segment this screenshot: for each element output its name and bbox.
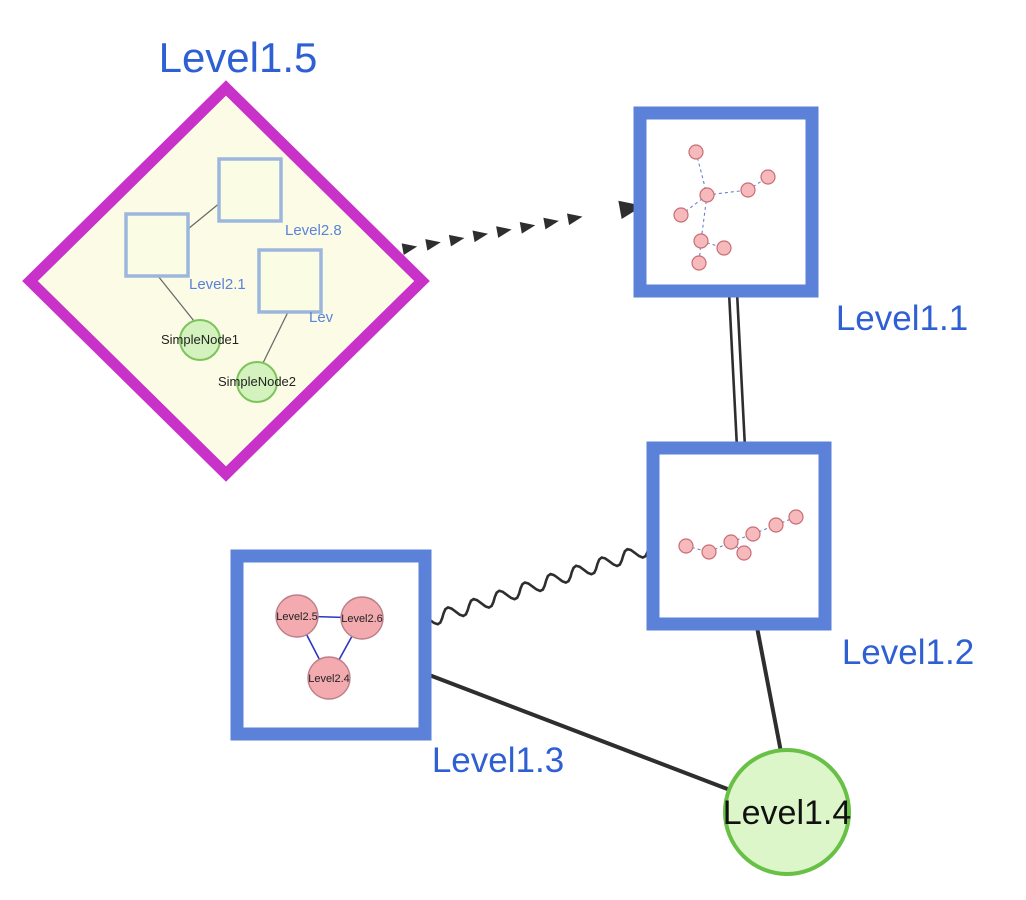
edge-l11-l12-1[interactable] xyxy=(735,291,747,448)
label-level2.6: Level2.6 xyxy=(341,613,383,625)
node-level1.4[interactable] xyxy=(723,748,851,876)
label-level1.1: Level1.1 xyxy=(836,299,968,338)
mini-node-level1.2-5[interactable] xyxy=(788,509,804,525)
arrowhead-icon xyxy=(448,234,465,247)
node-level2.x[interactable] xyxy=(257,248,323,314)
mini-graph-level1.2 xyxy=(678,509,804,561)
inner-edge-0[interactable] xyxy=(187,201,222,230)
mini-node-level1.1-5[interactable] xyxy=(693,233,709,249)
mini-node-level1.2-2[interactable] xyxy=(723,534,739,550)
group-node-level1.2[interactable] xyxy=(646,441,832,631)
label-level2.5: Level2.5 xyxy=(276,611,318,623)
label-level2.x: Lev xyxy=(309,309,334,326)
edge-l11-l12-0[interactable] xyxy=(727,292,739,449)
inner-edge-1[interactable] xyxy=(157,275,195,322)
mini-node-level1.1-3[interactable] xyxy=(740,182,756,198)
mini-edge-level1.1-4[interactable] xyxy=(700,194,708,242)
mini-node-level1.1-1[interactable] xyxy=(699,187,715,203)
node-simplenode2[interactable] xyxy=(236,361,278,403)
label-level1.4: Level1.4 xyxy=(723,794,852,832)
arrowhead-icon xyxy=(401,243,418,255)
mini-node-level1.1-0[interactable] xyxy=(688,144,704,160)
mini-node-level1.2-4[interactable] xyxy=(768,517,784,533)
mini-node-level1.1-2[interactable] xyxy=(673,207,689,223)
node-level2.1[interactable] xyxy=(124,212,190,278)
inner-edge-2[interactable] xyxy=(262,311,289,364)
mini-node-level1.2-6[interactable] xyxy=(736,545,752,561)
label-level2.8: Level2.8 xyxy=(285,222,342,239)
group-node-level1.3[interactable] xyxy=(230,549,432,741)
mini-node-level1.2-3[interactable] xyxy=(745,526,761,542)
label-level2.1: Level2.1 xyxy=(189,276,246,293)
label-level1.2: Level1.2 xyxy=(842,633,974,672)
mini-node-level1.1-7[interactable] xyxy=(691,255,707,271)
arrowhead-icon xyxy=(566,213,583,226)
label-simplenode2: SimpleNode2 xyxy=(218,374,296,389)
label-level1.3: Level1.3 xyxy=(432,741,564,780)
group-node-level1.1[interactable] xyxy=(633,106,819,298)
edge-l15-l11[interactable] xyxy=(401,200,643,255)
arrowhead-icon xyxy=(543,217,559,230)
arrowhead-icon xyxy=(425,239,441,251)
label-level1.5: Level1.5 xyxy=(159,34,318,81)
arrowhead-icon xyxy=(472,230,489,243)
node-level2.4[interactable] xyxy=(307,656,351,700)
node-level2.8[interactable] xyxy=(217,157,283,223)
mini-node-level1.2-1[interactable] xyxy=(701,544,717,560)
arrowhead-icon xyxy=(496,226,512,238)
mini-node-level1.2-0[interactable] xyxy=(678,538,694,554)
group-node-level1.5[interactable] xyxy=(22,80,430,482)
node-level2.6[interactable] xyxy=(340,596,384,640)
node-simplenode1[interactable] xyxy=(179,319,221,361)
mini-graph-level1.1 xyxy=(673,144,776,271)
label-level2.4: Level2.4 xyxy=(308,673,350,685)
edge-l13-l12[interactable] xyxy=(429,539,654,626)
node-level2.5[interactable] xyxy=(275,594,319,638)
edge-l13-l14[interactable] xyxy=(422,671,732,792)
mini-node-level1.1-6[interactable] xyxy=(716,240,732,256)
mini-node-level1.1-4[interactable] xyxy=(760,169,776,185)
edge-l12-l14[interactable] xyxy=(754,620,783,754)
arrowhead-icon xyxy=(519,222,536,234)
label-simplenode1: SimpleNode1 xyxy=(161,332,239,347)
